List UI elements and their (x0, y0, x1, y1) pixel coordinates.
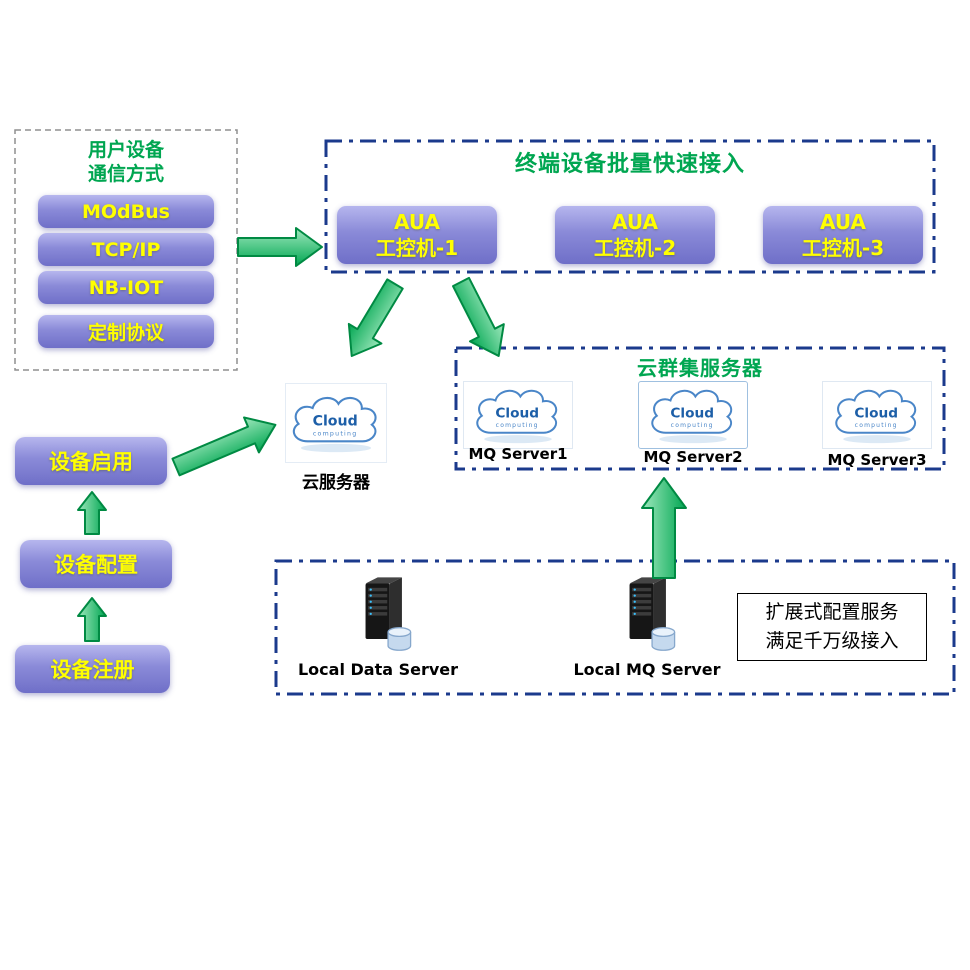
cloud-icon: Cloud computing (292, 396, 377, 453)
step-device-enable: 设备启用 (15, 437, 167, 485)
mq-server-1-icon: Cloud computing (463, 381, 573, 449)
cloud-server-label: 云服务器 (302, 473, 370, 493)
cloud-icon-subtext: computing (313, 431, 358, 438)
cloud-icon: Cloud computing (835, 389, 917, 444)
mq-server-2-label: MQ Server2 (643, 448, 743, 466)
scalability-note: 扩展式配置服务 满足千万级接入 (737, 593, 927, 661)
local-data-server-icon (343, 574, 421, 658)
cloud-icon: Cloud computing (476, 389, 558, 444)
mq-server-1-label: MQ Server1 (468, 445, 568, 463)
arrow-enable-to-cloud-server (171, 416, 277, 477)
arrow-config-to-enable (77, 491, 107, 535)
mq-server-3-label: MQ Server3 (827, 451, 927, 469)
protocol-tcpip-label: TCP/IP (91, 238, 161, 261)
local-data-server-label: Local Data Server (297, 660, 459, 679)
cloud-icon-subtext: computing (496, 422, 539, 429)
aua-node-1-line1: AUA (394, 210, 440, 234)
cloud-icon-subtext: computing (671, 422, 714, 429)
aua-node-3: AUA 工控机-3 (763, 206, 923, 264)
protocol-modbus-label: MOdBus (82, 200, 170, 223)
user-device-panel: 用户设备 通信方式 MOdBus TCP/IP NB-IOT 定制协议 (15, 130, 237, 370)
protocol-nbiot: NB-IOT (38, 271, 214, 304)
terminal-panel-title: 终端设备批量快速接入 (514, 152, 745, 177)
local-mq-server-icon (607, 574, 685, 658)
protocol-modbus: MOdBus (38, 195, 214, 228)
aua-node-2-line1: AUA (612, 210, 658, 234)
local-servers-panel: Local Data Server Local MQ Server 扩展式配置服… (275, 560, 955, 695)
step-device-config: 设备配置 (20, 540, 172, 588)
cloud-icon-subtext: computing (855, 422, 898, 429)
server-icon (629, 577, 676, 651)
arrow-aua1-to-cloud-server (347, 278, 404, 358)
protocol-custom: 定制协议 (38, 315, 214, 348)
arrow-register-to-config (77, 597, 107, 642)
protocol-tcpip: TCP/IP (38, 233, 214, 266)
cluster-panel-title: 云群集服务器 (637, 356, 763, 380)
step-device-config-label: 设备配置 (54, 553, 138, 577)
scalability-note-line2: 满足千万级接入 (765, 631, 899, 652)
server-icon (365, 577, 412, 651)
cloud-icon-text: Cloud (854, 405, 898, 421)
step-device-register-label: 设备注册 (50, 658, 135, 682)
step-device-enable-label: 设备启用 (49, 450, 133, 474)
arrow-protocols-to-aua1 (237, 227, 323, 267)
local-mq-server-label: Local MQ Server (573, 660, 721, 679)
user-panel-title-line1: 用户设备 (87, 139, 164, 161)
terminal-access-panel: 终端设备批量快速接入 AUA 工控机-1 AUA 工控机-2 AUA 工控机-3 (325, 140, 935, 273)
cloud-icon-text: Cloud (495, 405, 539, 421)
mq-server-2-icon: Cloud computing (638, 381, 748, 449)
aua-node-2: AUA 工控机-2 (555, 206, 715, 264)
cloud-server-icon: Cloud computing (285, 383, 387, 463)
aua-node-3-line1: AUA (820, 210, 866, 234)
aua-node-2-line2: 工控机-2 (593, 236, 677, 260)
user-panel-title-line2: 通信方式 (87, 163, 164, 185)
aua-node-1: AUA 工控机-1 (337, 206, 497, 264)
aua-node-1-line2: 工控机-1 (375, 236, 459, 260)
scalability-note-line1: 扩展式配置服务 (765, 602, 899, 623)
protocol-custom-label: 定制协议 (87, 322, 164, 344)
mq-server-3-icon: Cloud computing (822, 381, 932, 449)
cloud-cluster-panel: 云群集服务器 Cloud computing MQ Server1 Cloud … (455, 347, 945, 470)
step-device-register: 设备注册 (15, 645, 170, 693)
aua-node-3-line2: 工控机-3 (801, 236, 885, 260)
cloud-icon: Cloud computing (651, 389, 733, 444)
user-panel-title: 用户设备 通信方式 (88, 138, 164, 186)
cloud-icon-text: Cloud (670, 405, 714, 421)
cloud-icon-text: Cloud (313, 414, 358, 430)
protocol-nbiot-label: NB-IOT (88, 276, 164, 299)
